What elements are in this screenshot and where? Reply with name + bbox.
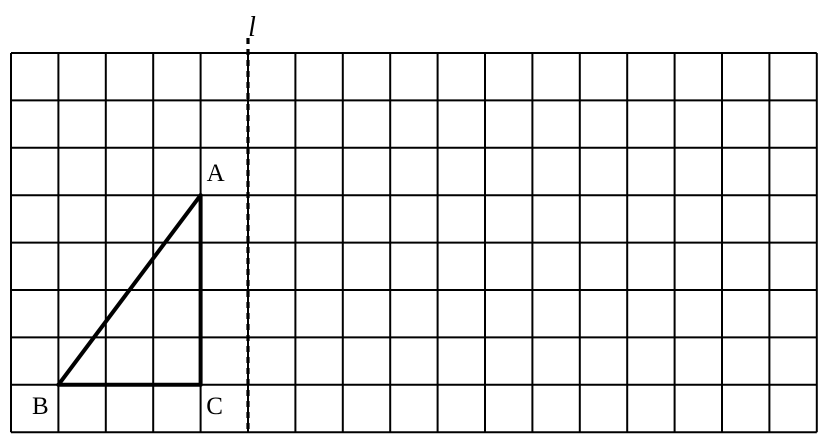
point-a-label: A bbox=[207, 160, 225, 187]
triangle-abc bbox=[56, 193, 203, 387]
line-l-label: l bbox=[248, 12, 256, 43]
edge-ab bbox=[56, 193, 203, 387]
point-c-label: C bbox=[206, 393, 223, 420]
point-b-label: B bbox=[32, 393, 49, 420]
square-grid bbox=[10, 52, 818, 434]
